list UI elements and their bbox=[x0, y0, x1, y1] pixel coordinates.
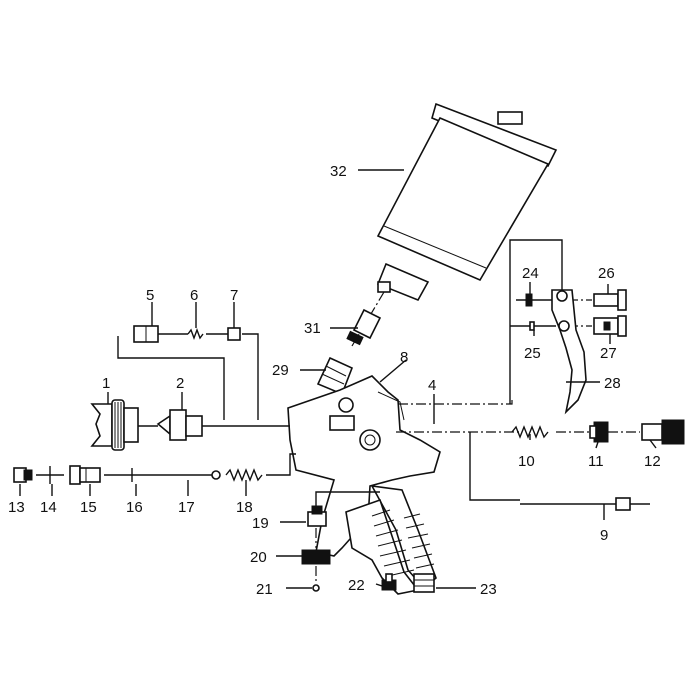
part-8-gun-body bbox=[287, 375, 441, 595]
label-11: 11 bbox=[588, 453, 604, 470]
label-13: 13 bbox=[8, 499, 25, 516]
label-2: 2 bbox=[176, 375, 184, 392]
label-18: 18 bbox=[236, 499, 253, 516]
label-7: 7 bbox=[230, 287, 238, 304]
part-24-pin bbox=[516, 293, 552, 307]
label-9: 9 bbox=[600, 527, 608, 544]
label-32: 32 bbox=[330, 163, 347, 180]
part-12-needle-knob bbox=[608, 419, 685, 445]
label-27: 27 bbox=[600, 345, 617, 362]
part-1-air-cap bbox=[90, 399, 139, 451]
label-23: 23 bbox=[480, 581, 497, 598]
part-15-fitting bbox=[69, 465, 101, 485]
part-14-washer bbox=[36, 466, 64, 484]
label-14: 14 bbox=[40, 499, 57, 516]
label-19: 19 bbox=[252, 515, 269, 532]
label-10: 10 bbox=[518, 453, 535, 470]
part-11-lock-nut bbox=[589, 421, 609, 443]
part-9-needle bbox=[520, 497, 650, 511]
label-4: 4 bbox=[428, 377, 436, 394]
part-5-fan-knob bbox=[133, 325, 159, 343]
part-22-valve bbox=[381, 573, 397, 591]
label-29: 29 bbox=[272, 362, 289, 379]
label-12: 12 bbox=[644, 453, 661, 470]
label-15: 15 bbox=[80, 499, 97, 516]
part-13-plug bbox=[13, 467, 33, 483]
part-20-valve-seal bbox=[301, 549, 331, 565]
part-32-paint-cup bbox=[376, 102, 558, 302]
label-16: 16 bbox=[126, 499, 143, 516]
leader-lines bbox=[19, 169, 657, 589]
part-7-fan-stem bbox=[227, 327, 241, 341]
part-21-valve-pin bbox=[312, 584, 320, 592]
label-31: 31 bbox=[304, 320, 321, 337]
part-17-rod bbox=[150, 470, 221, 480]
part-23-air-inlet bbox=[413, 573, 435, 593]
label-21: 21 bbox=[256, 581, 273, 598]
label-1: 1 bbox=[102, 375, 110, 392]
part-19-valve-body bbox=[307, 505, 327, 527]
part-18-spring bbox=[225, 468, 263, 482]
label-20: 20 bbox=[250, 549, 267, 566]
part-16-seal bbox=[104, 468, 150, 482]
label-22: 22 bbox=[348, 577, 365, 594]
label-24: 24 bbox=[522, 265, 539, 282]
label-25: 25 bbox=[524, 345, 541, 362]
part-10-needle-spring bbox=[511, 425, 590, 439]
part-2-nozzle bbox=[138, 409, 290, 441]
label-26: 26 bbox=[598, 265, 615, 282]
label-28: 28 bbox=[604, 375, 621, 392]
part-26-pivot-screw bbox=[568, 289, 627, 311]
label-17: 17 bbox=[178, 499, 195, 516]
part-28-trigger bbox=[551, 289, 587, 415]
label-5: 5 bbox=[146, 287, 154, 304]
part-27-pivot-screw bbox=[568, 315, 627, 337]
part-6-spring bbox=[187, 328, 204, 340]
label-8: 8 bbox=[400, 349, 408, 366]
part-31-fitting bbox=[346, 291, 385, 347]
part-25-pin bbox=[510, 321, 556, 331]
label-6: 6 bbox=[190, 287, 198, 304]
